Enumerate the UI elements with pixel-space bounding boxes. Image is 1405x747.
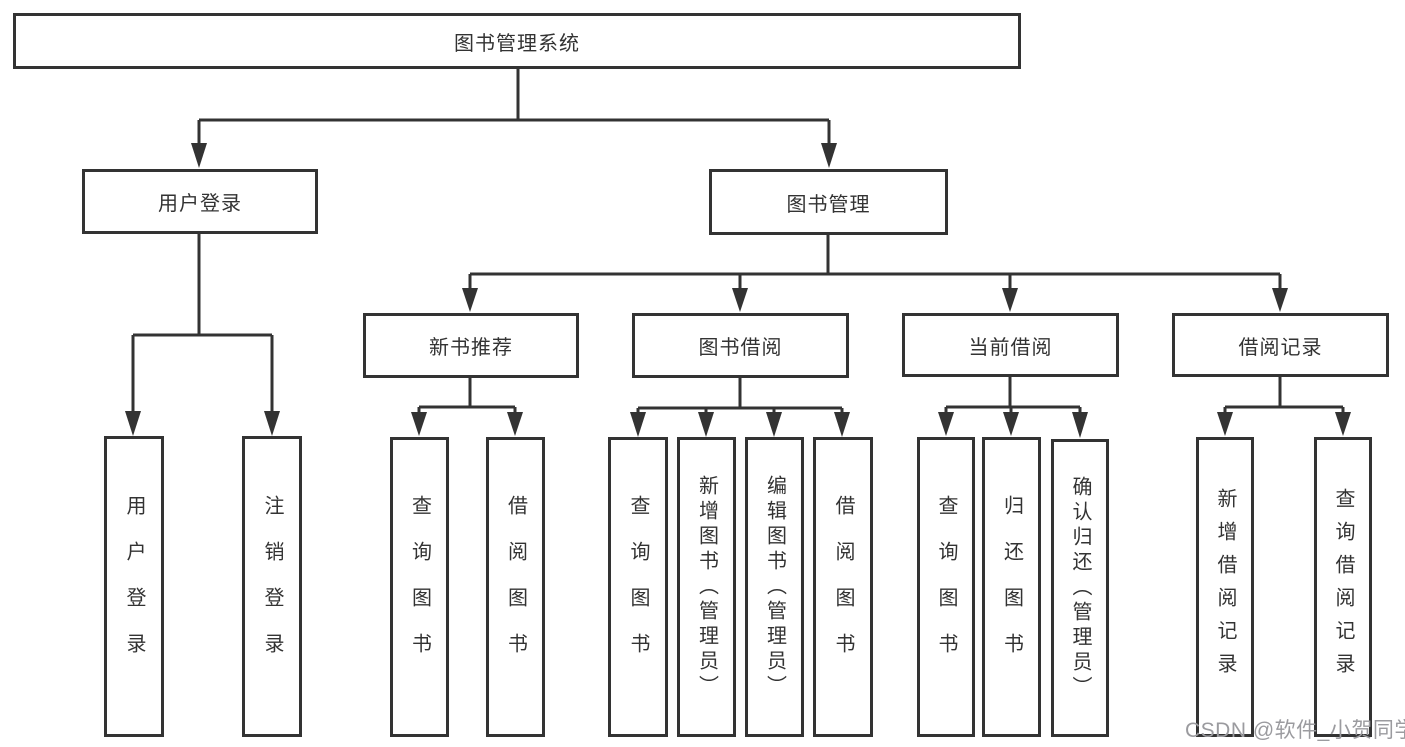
node-label: 图书借阅: [698, 337, 783, 359]
node-label: 借阅记录: [1238, 336, 1323, 359]
node-label: 图书管理: [786, 193, 871, 216]
csdn-watermark: CSDN @软件_小贺同学: [1185, 719, 1405, 742]
arrowheads-level2: [191, 143, 837, 168]
connector-userlogin-children: [131, 234, 274, 412]
leaf-query-book-current: 查询图书: [917, 437, 975, 737]
arrowheads-newbook-children: [411, 412, 523, 436]
leaf-query-book-borrowing: 查询图书: [608, 437, 668, 737]
node-borrowing-records: 借阅记录: [1172, 313, 1389, 377]
node-book-borrowing: 图书借阅: [632, 313, 849, 378]
node-label: 借阅图书: [832, 495, 854, 679]
arrowheads-level3: [462, 288, 1288, 312]
leaf-borrow-book-borrowing: 借阅图书: [813, 437, 873, 737]
node-label: 注销登录: [261, 494, 283, 679]
arrowheads-currentborrow-children: [938, 412, 1088, 438]
node-user-login: 用户登录: [82, 169, 318, 234]
node-current-borrowing: 当前借阅: [902, 313, 1119, 377]
node-new-book-recommend: 新书推荐: [363, 313, 579, 378]
leaf-add-borrow-record: 新增借阅记录: [1196, 437, 1254, 737]
leaf-edit-book-admin: 编辑图书（管理员）: [745, 437, 804, 737]
node-label: 查询图书: [408, 495, 431, 679]
node-label: 用户登录: [158, 193, 242, 215]
leaf-add-book-admin: 新增图书（管理员）: [677, 437, 736, 737]
node-label: 确认归还（管理员）: [1069, 475, 1091, 701]
node-label: 新增借阅记录: [1214, 488, 1236, 686]
node-label: 查询图书: [935, 495, 957, 679]
leaf-logout: 注销登录: [242, 436, 302, 737]
arrowheads-userlogin-children: [125, 411, 280, 436]
leaf-return-book: 归还图书: [982, 437, 1041, 737]
leaf-user-login: 用户登录: [104, 436, 164, 737]
node-label: 归还图书: [1000, 495, 1023, 679]
connector-currentborrow-children: [944, 377, 1082, 413]
node-label: 用户登录: [123, 494, 145, 679]
connector-bookborrow-children: [636, 378, 844, 413]
node-label: 查询借阅记录: [1332, 488, 1354, 686]
node-library-management-system: 图书管理系统: [13, 13, 1021, 69]
node-label: 新书推荐: [429, 337, 513, 359]
node-label: 查询图书: [627, 495, 649, 679]
node-book-management: 图书管理: [709, 169, 948, 235]
connector-bookmgmt-to-level3: [468, 235, 1282, 289]
leaf-borrow-book-newbook: 借阅图书: [486, 437, 545, 737]
node-label: 借阅图书: [504, 495, 527, 679]
node-label: 当前借阅: [968, 336, 1053, 359]
node-label: 图书管理系统: [454, 32, 580, 55]
node-label: 新增图书（管理员）: [695, 474, 718, 700]
leaf-query-book-newbook: 查询图书: [390, 437, 449, 737]
node-label: 编辑图书（管理员）: [763, 474, 786, 700]
connector-newbook-children: [417, 378, 517, 413]
arrowheads-bookborrow-children: [630, 412, 850, 437]
connector-borrowrecords-children: [1223, 377, 1345, 413]
leaf-confirm-return-admin: 确认归还（管理员）: [1051, 439, 1109, 737]
leaf-query-borrow-record: 查询借阅记录: [1314, 437, 1372, 737]
arrowheads-borrowrecords-children: [1217, 412, 1351, 436]
connector-root-to-level2: [197, 68, 831, 144]
